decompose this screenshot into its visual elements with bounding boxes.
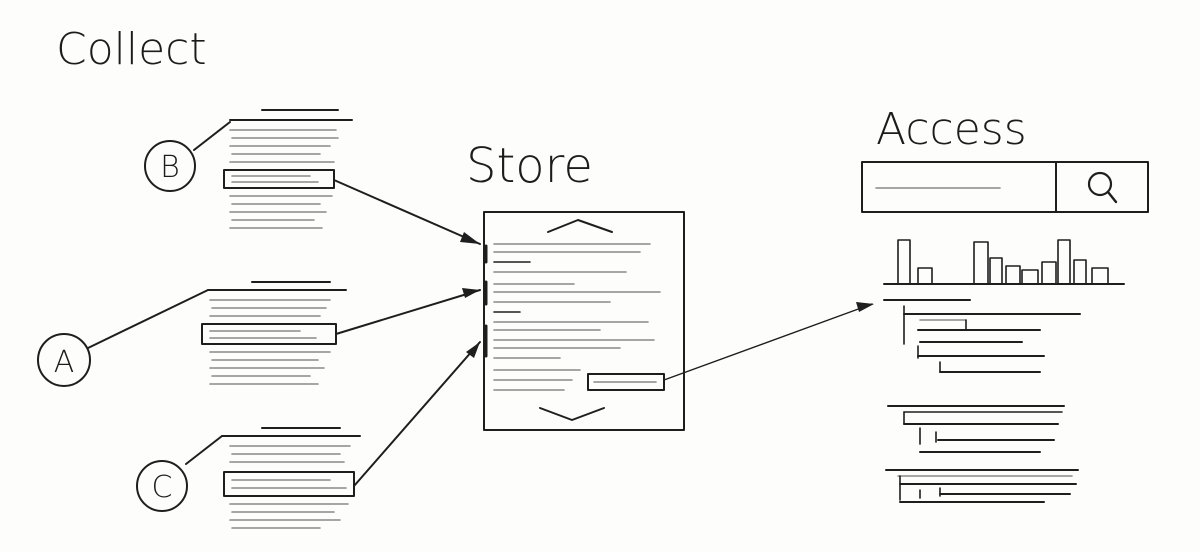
- histogram-bar: [973, 241, 989, 285]
- result-tree-2: [887, 405, 1065, 453]
- search-icon[interactable]: [1087, 171, 1118, 204]
- arrow-a-to-store: [335, 289, 481, 335]
- histogram-bar: [1073, 259, 1087, 285]
- document-b: [223, 109, 353, 229]
- store-box: [483, 211, 685, 431]
- arrowhead-c: [466, 342, 480, 358]
- search-input[interactable]: [861, 161, 1149, 213]
- collect-title: Collect: [56, 24, 207, 75]
- result-tree-1: [883, 299, 1081, 373]
- document-a: [201, 281, 347, 385]
- source-c-marker: C: [136, 435, 223, 512]
- results-histogram: [883, 239, 1125, 285]
- arrow-b-to-store: [333, 179, 481, 245]
- document-c: [221, 427, 361, 529]
- source-a-label: A: [54, 345, 75, 380]
- source-a-marker: A: [37, 289, 209, 387]
- document-a-highlight: [201, 323, 337, 345]
- store-highlight-record[interactable]: [587, 373, 665, 391]
- histogram-bar: [1005, 265, 1021, 285]
- histogram-bar: [1057, 239, 1071, 285]
- histogram-bar: [989, 257, 1003, 285]
- chevron-down-icon[interactable]: [539, 407, 605, 421]
- arrowhead-b: [460, 232, 480, 244]
- store-to-access-arrow: [663, 302, 874, 381]
- source-b-label: B: [160, 150, 180, 185]
- result-tree-3: [885, 469, 1079, 503]
- histogram-bar: [1021, 269, 1039, 285]
- histogram-bar: [917, 267, 933, 285]
- access-title: Access: [876, 104, 1027, 155]
- document-c-highlight: [223, 471, 355, 497]
- histogram-bar: [897, 239, 911, 285]
- histogram-bar: [1091, 267, 1109, 285]
- document-b-highlight: [223, 169, 335, 189]
- chevron-up-icon[interactable]: [547, 219, 613, 233]
- source-b-marker: B: [144, 121, 231, 192]
- search-bar[interactable]: [861, 161, 1149, 213]
- store-title: Store: [466, 138, 593, 194]
- arrow-c-to-store: [353, 341, 481, 487]
- collect-arrows: [333, 179, 481, 487]
- arrowhead-a: [462, 288, 480, 298]
- arrowhead-access: [856, 302, 874, 312]
- histogram-bar: [1041, 261, 1057, 285]
- source-c-label: C: [152, 470, 173, 505]
